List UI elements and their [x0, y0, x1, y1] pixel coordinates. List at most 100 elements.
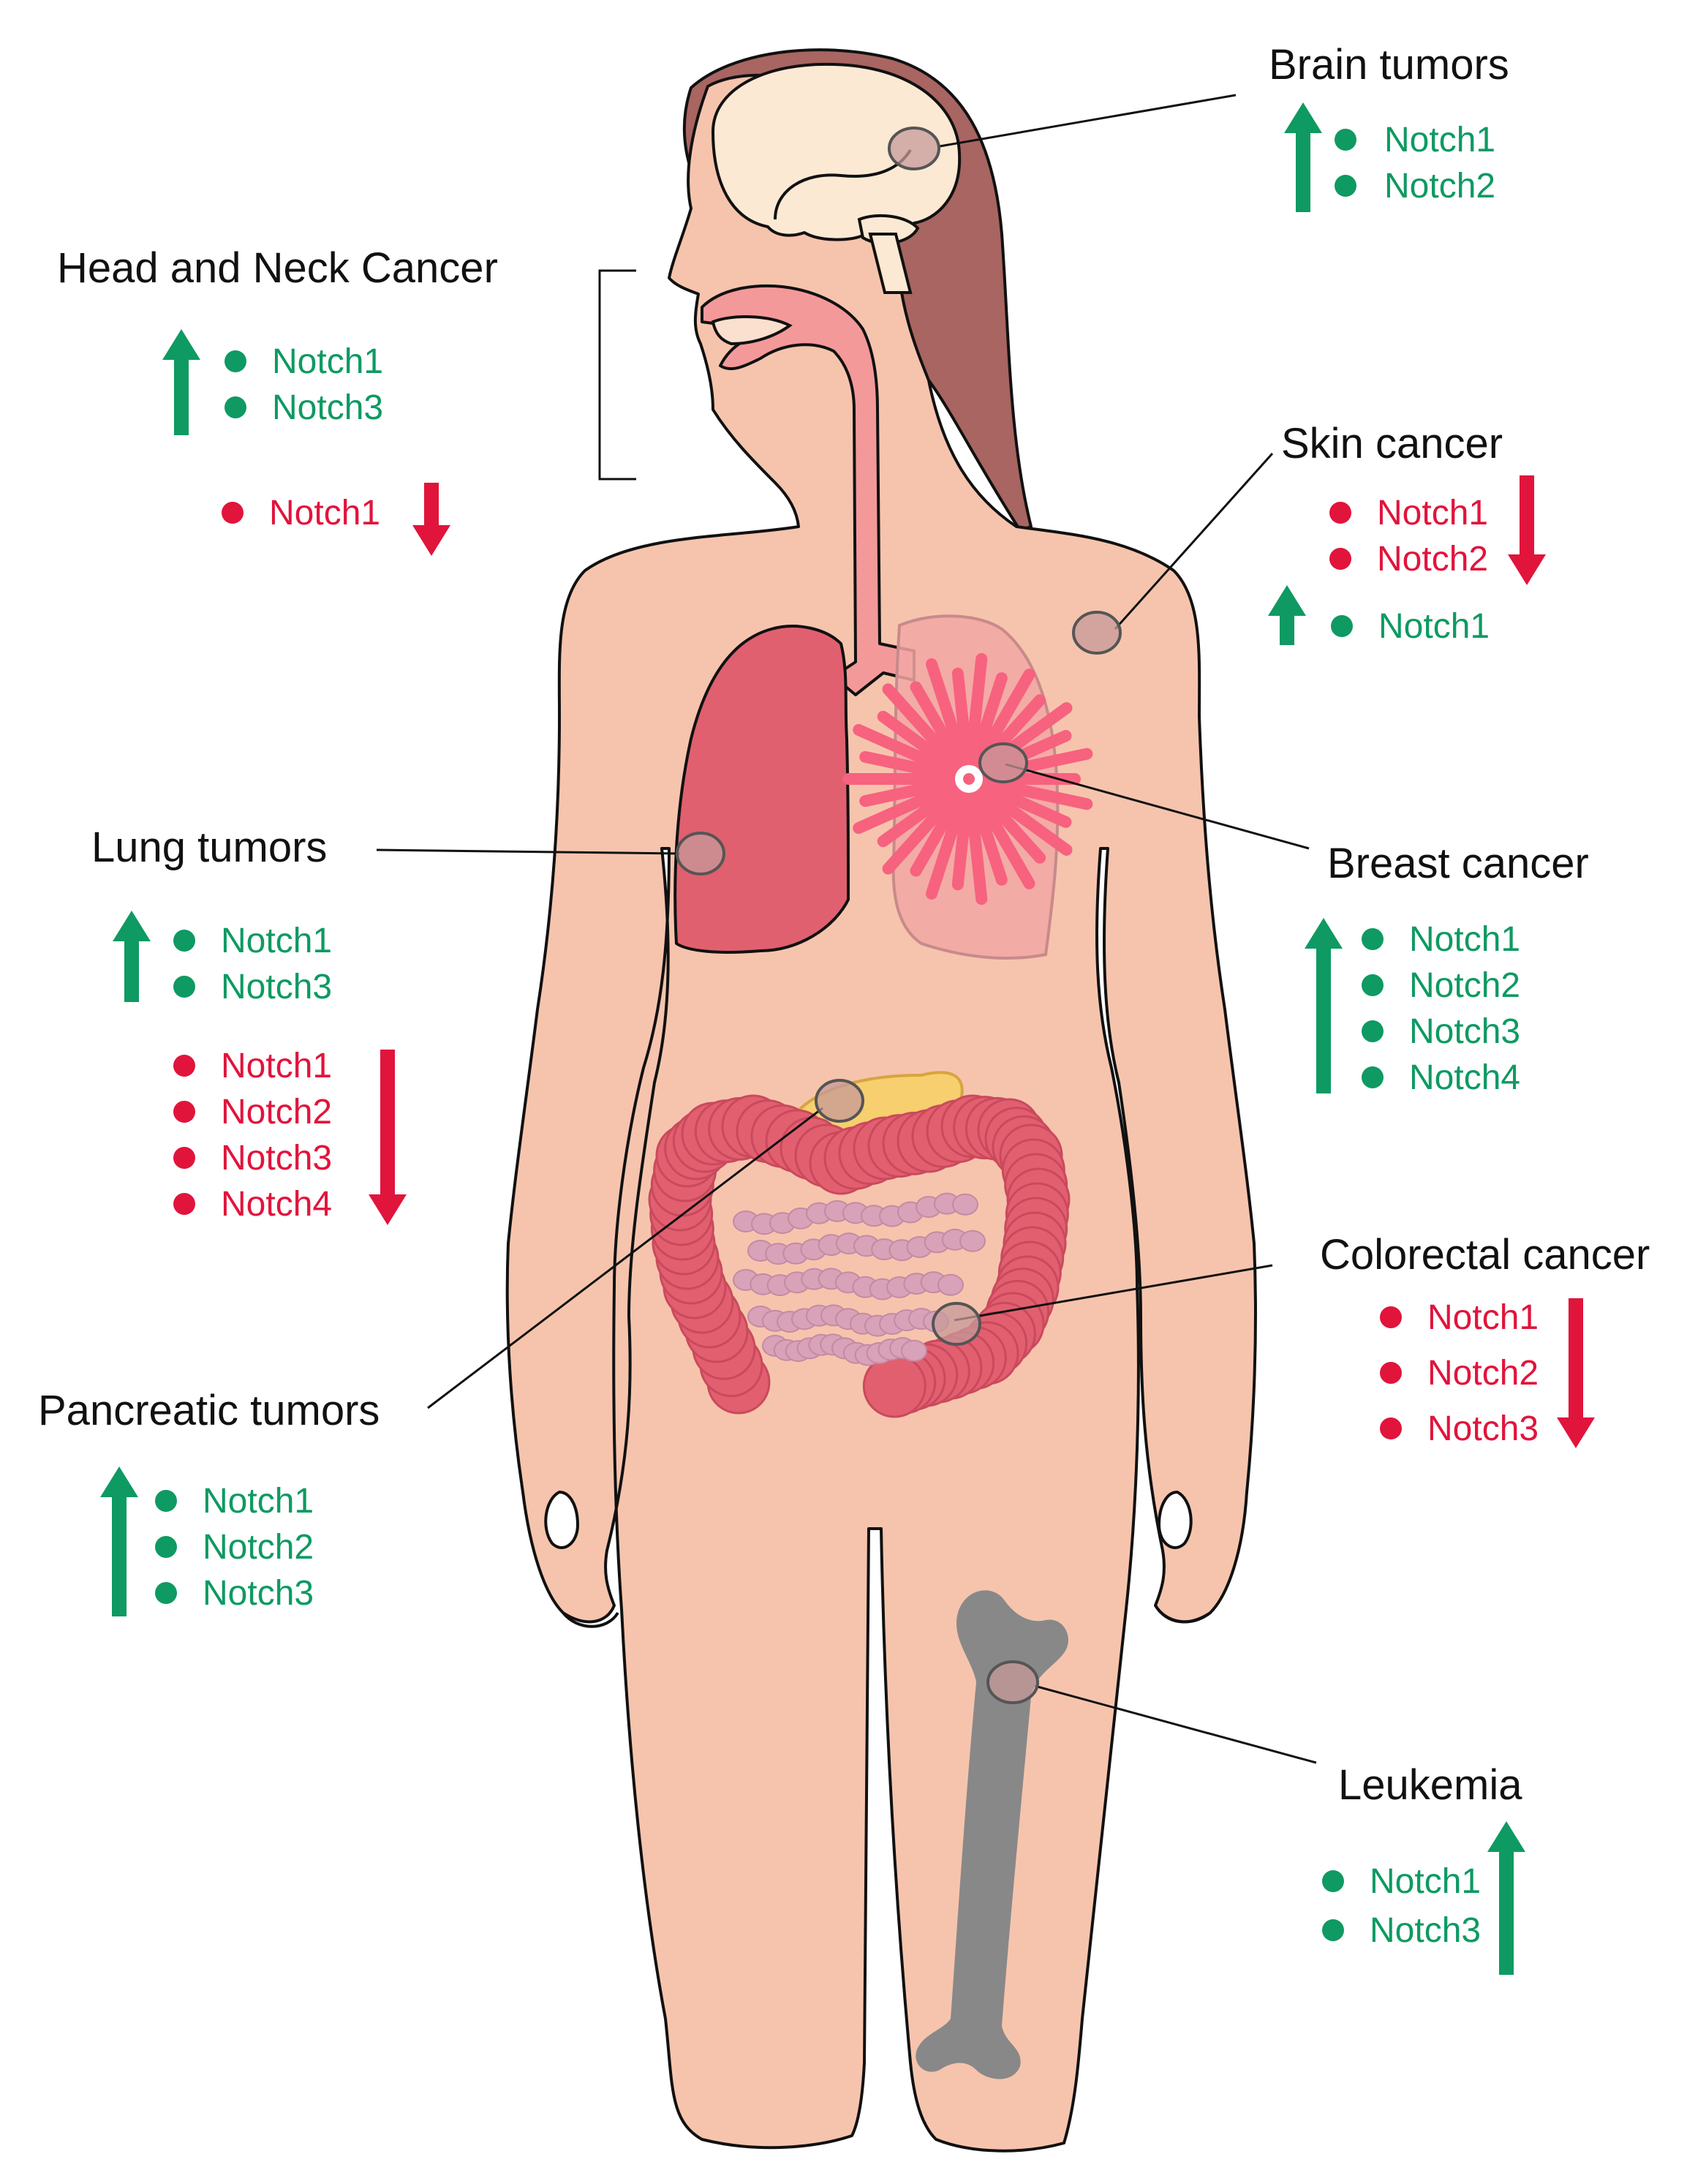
breast-up-item: Notch4 — [1409, 1058, 1520, 1097]
colon — [648, 1094, 1071, 1418]
lung-title: Lung tumors — [91, 824, 327, 871]
site-markers — [676, 127, 1122, 1704]
lung-marker — [676, 832, 725, 876]
dot-icon — [1380, 1417, 1402, 1439]
pancreatic-up-item: Notch3 — [203, 1574, 314, 1613]
dot-icon — [1329, 548, 1351, 570]
breast-up-item: Notch1 — [1409, 920, 1520, 959]
intestine-coil — [937, 1273, 964, 1296]
dot-icon — [1335, 175, 1356, 197]
breast-up-item: Notch3 — [1409, 1012, 1520, 1051]
skin-down-item: Notch1 — [1377, 494, 1488, 532]
brain-marker — [888, 127, 940, 170]
breast-lobule — [853, 782, 955, 835]
anatomy — [505, 48, 1257, 2153]
dot-icon — [1322, 1919, 1344, 1941]
dot-icon — [173, 1147, 195, 1169]
dot-icon — [155, 1582, 177, 1604]
colorectal-down-item: Notch1 — [1427, 1298, 1539, 1337]
brainstem — [868, 233, 913, 294]
lung-down-item: Notch3 — [221, 1139, 332, 1178]
dot-icon — [1362, 1020, 1384, 1042]
arrow-down-icon — [1557, 1298, 1595, 1448]
dot-icon — [1380, 1306, 1402, 1328]
skin-up-item: Notch1 — [1378, 607, 1490, 646]
breast-lobule — [882, 683, 960, 769]
headneck-title: Head and Neck Cancer — [57, 244, 498, 292]
breast-lobule — [951, 667, 973, 764]
breast-lobule — [984, 777, 1093, 810]
colorectal-connector — [954, 1264, 1273, 1322]
lung-up-item: Notch1 — [221, 922, 332, 960]
breast-lobule — [965, 794, 988, 905]
pancreatic-up-item: Notch2 — [203, 1528, 314, 1567]
breast-lobule — [859, 777, 954, 807]
headneck-down-item: Notch1 — [269, 494, 380, 532]
right-hand-detail — [1157, 1490, 1193, 1549]
leukemia-up-item: Notch1 — [1370, 1862, 1481, 1901]
dot-icon — [1329, 502, 1351, 524]
breast-lobule — [951, 794, 973, 891]
arrow-down-icon — [369, 1050, 407, 1225]
right-hand-outline — [1154, 1604, 1212, 1624]
pancreas-marker — [815, 1079, 864, 1123]
arrow-up-icon — [1268, 585, 1306, 645]
dot-icon — [173, 976, 195, 998]
headneck-up-item: Notch3 — [272, 388, 383, 427]
brain-connector — [939, 94, 1237, 148]
dot-icon — [1335, 129, 1356, 151]
arrow-up-icon — [1487, 1821, 1525, 1975]
breast-lobule — [978, 789, 1046, 864]
small-intestine — [733, 1192, 986, 1366]
lung-down-item: Notch4 — [221, 1185, 332, 1224]
left-hand-outline — [562, 1611, 619, 1628]
breast-lobule — [983, 782, 1072, 828]
intestine-coil — [901, 1339, 927, 1362]
colorectal-marker — [932, 1302, 981, 1346]
nipple — [963, 773, 975, 785]
dot-icon — [155, 1536, 177, 1558]
leukemia-up-item: Notch3 — [1370, 1911, 1481, 1950]
breast-marker — [978, 742, 1028, 783]
arrow-down-icon — [412, 483, 450, 556]
arrow-down-icon — [1508, 475, 1546, 585]
dot-icon — [173, 930, 195, 952]
skin-title: Skin cancer — [1281, 420, 1503, 467]
dot-icon — [222, 502, 244, 524]
colorectal-down-item: Notch2 — [1427, 1354, 1539, 1393]
breast-lobule — [910, 681, 964, 767]
arrow-up-icon — [100, 1466, 138, 1616]
breast-lobule — [910, 791, 964, 877]
pancreatic-connector — [427, 1107, 823, 1409]
arrow-up-icon — [1305, 918, 1343, 1093]
left-hand-detail — [544, 1490, 580, 1549]
skin-marker — [1072, 611, 1122, 655]
breast-lobule — [965, 652, 988, 764]
breast-title: Breast cancer — [1327, 840, 1589, 887]
breast-lobule — [877, 710, 957, 772]
arrow-up-icon — [113, 911, 151, 1002]
leukemia-title: Leukemia — [1338, 1761, 1522, 1809]
intestine-coil — [952, 1193, 978, 1216]
brain-fold — [774, 148, 912, 220]
lung-right — [673, 625, 850, 954]
breast-lobule — [926, 658, 968, 764]
breast-lobule — [926, 794, 968, 900]
colorectal-title: Colorectal cancer — [1320, 1231, 1650, 1279]
breast-connector — [1005, 763, 1310, 850]
lung-down-item: Notch2 — [221, 1093, 332, 1131]
breast-lobule — [970, 794, 1008, 886]
colorectal-down-item: Notch3 — [1427, 1409, 1539, 1448]
breast-lobule — [877, 786, 957, 848]
breast-lobule — [882, 789, 960, 875]
intestine-coil — [959, 1230, 986, 1252]
breast-lobule — [853, 723, 955, 776]
arrow-up-icon — [162, 329, 200, 435]
brain-up-item: Notch2 — [1384, 167, 1495, 206]
arrow-up-icon — [1284, 102, 1322, 212]
dot-icon — [1380, 1362, 1402, 1384]
skin-connector — [1114, 452, 1274, 630]
lung-down-item: Notch1 — [221, 1047, 332, 1085]
